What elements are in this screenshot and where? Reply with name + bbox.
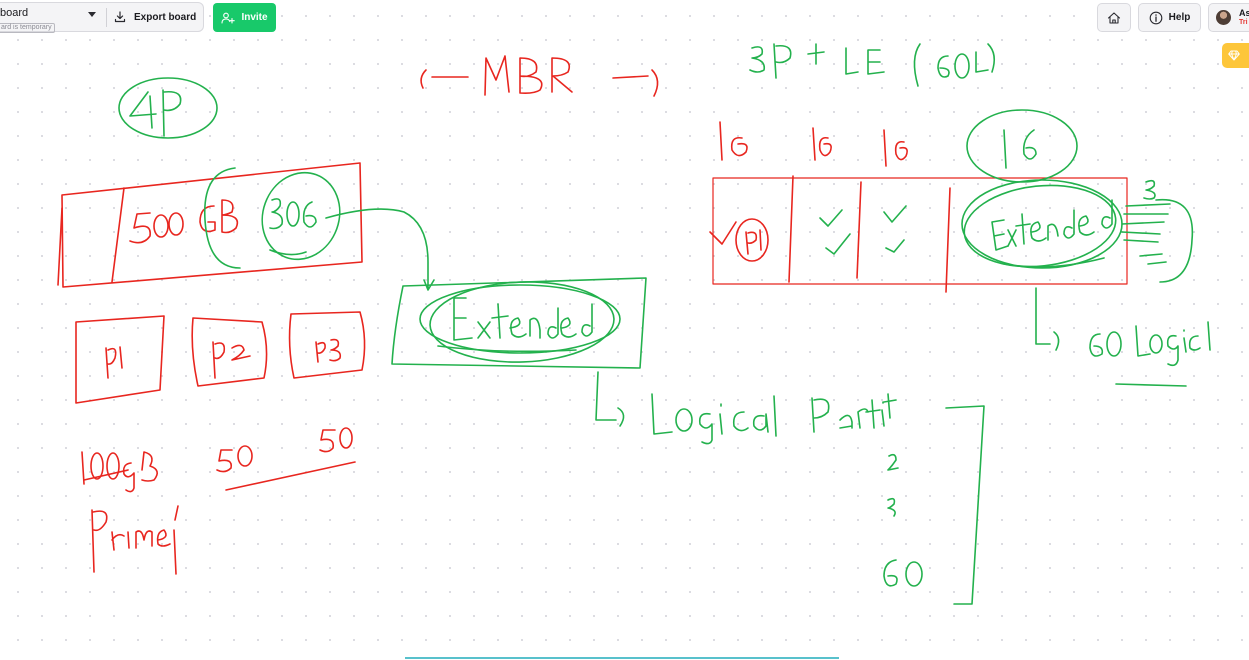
export-board-button[interactable]: Export board bbox=[114, 3, 196, 31]
info-icon bbox=[1149, 11, 1163, 24]
user-name: As bbox=[1239, 8, 1249, 18]
avatar bbox=[1216, 10, 1231, 25]
diamond-icon bbox=[1228, 50, 1240, 61]
bottom-scrollbar[interactable] bbox=[405, 657, 839, 659]
user-menu[interactable]: As Tri bbox=[1208, 3, 1249, 32]
home-icon bbox=[1107, 11, 1121, 24]
invite-button[interactable]: Invite bbox=[213, 3, 276, 32]
temporary-board-badge: ard is temporary bbox=[0, 23, 55, 33]
export-board-label: Export board bbox=[134, 11, 197, 23]
help-button[interactable]: Help bbox=[1138, 3, 1201, 32]
toolbar-divider bbox=[106, 8, 107, 27]
invite-label: Invite bbox=[241, 12, 268, 23]
board-name[interactable]: board bbox=[0, 7, 29, 19]
help-label: Help bbox=[1168, 12, 1191, 23]
user-plan-status: Tri bbox=[1239, 19, 1248, 26]
upgrade-button[interactable] bbox=[1222, 43, 1249, 68]
board-toolbar: board ard is temporary Export board bbox=[0, 2, 204, 33]
home-button[interactable] bbox=[1097, 3, 1131, 32]
download-icon bbox=[114, 11, 126, 23]
chevron-down-icon[interactable] bbox=[88, 12, 96, 17]
add-user-icon bbox=[221, 12, 236, 24]
